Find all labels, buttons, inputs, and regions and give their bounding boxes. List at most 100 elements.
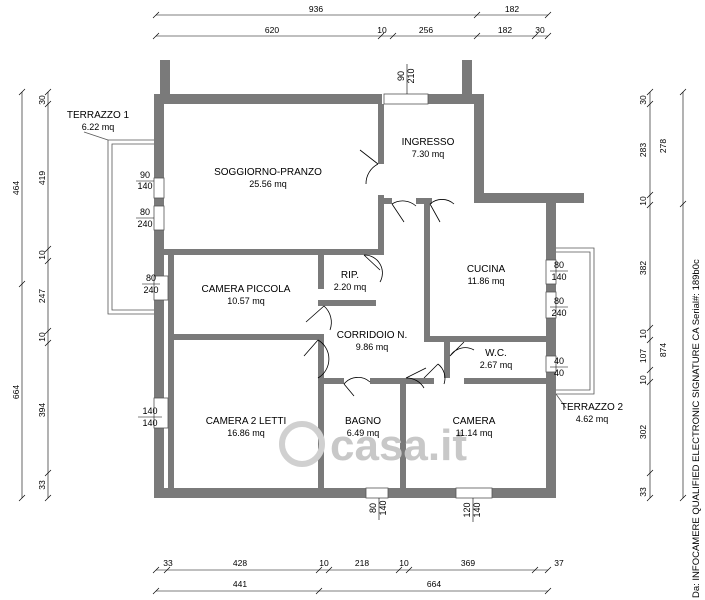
door-wc — [449, 341, 475, 357]
window-bagno — [365, 487, 389, 499]
door-camera-piccola — [305, 305, 332, 331]
opening-w: 80 — [554, 296, 564, 306]
dim-left-outer: 464 — [11, 181, 21, 195]
terrazzo-2-leader — [555, 393, 567, 409]
wall-stub-left — [160, 60, 170, 94]
dim-bottom-inner: 428 — [233, 558, 247, 568]
room-area-camera2: 16.86 mq — [227, 428, 265, 438]
dim-left-inner: 10 — [37, 250, 47, 260]
dim-top-outer: 182 — [505, 4, 519, 14]
terrazzo-1-leader — [83, 131, 109, 141]
watermark-text: casa.it — [330, 421, 467, 470]
room-name-soggiorno: SOGGIORNO-PRANZO — [214, 167, 322, 178]
windows — [153, 93, 557, 499]
dim-top-inner: 30 — [535, 25, 545, 35]
wall-camera-piccola-south — [174, 334, 324, 340]
dim-right-inner: 302 — [638, 425, 648, 439]
opening-w: 120 — [462, 502, 472, 517]
door-camera — [405, 367, 427, 389]
dim-bottom-outer: 664 — [427, 579, 441, 589]
dim-left-inner: 394 — [37, 403, 47, 417]
room-area-corridoio: 9.86 mq — [356, 342, 389, 352]
dim-left-inner: 30 — [37, 95, 47, 105]
opening-h: 140 — [551, 272, 566, 282]
room-area-rip: 2.20 mq — [334, 282, 367, 292]
room-name-cucina: CUCINA — [467, 264, 506, 275]
wall-camera2-west — [168, 338, 174, 488]
wall-north-left — [154, 94, 382, 104]
terrace-area-1: 6.22 mq — [82, 122, 115, 132]
signature-text: Da: INFOCAMERE QUALIFIED ELECTRONIC SIGN… — [691, 259, 702, 598]
dim-top-inner: 182 — [498, 25, 512, 35]
dimension-lines — [21, 14, 684, 592]
opening-h: 140 — [378, 500, 388, 515]
dim-bottom-inner: 33 — [163, 558, 173, 568]
door-rip — [363, 254, 383, 283]
dim-right-inner: 283 — [638, 143, 648, 157]
terrace-area-2: 4.62 mq — [576, 414, 609, 424]
dim-right-outer: 278 — [658, 139, 668, 153]
wall-wc-west — [444, 342, 450, 378]
room-area-bagno: 6.49 mq — [347, 428, 380, 438]
room-labels: SOGGIORNO-PRANZO 25.56 mq INGRESSO 7.30 … — [67, 110, 624, 438]
wall-camera-piccola-west — [168, 255, 174, 338]
opening-labels-vertical: 80 140 120 140 90 210 — [368, 64, 482, 522]
wall-kitchen-extension — [484, 193, 584, 203]
door-bagno — [343, 376, 371, 397]
wall-north-right — [428, 94, 484, 104]
dim-right-inner: 382 — [638, 261, 648, 275]
dim-bottom-inner: 369 — [461, 558, 475, 568]
door-camera2 — [303, 339, 330, 379]
entry-h: 210 — [406, 68, 416, 83]
window-camera — [455, 487, 493, 499]
watermark: casa.it — [279, 421, 467, 470]
wall-rip-west — [318, 255, 324, 289]
wall-bagno-east — [400, 378, 406, 488]
terrazzo-1-inner — [111, 143, 154, 311]
terraces — [83, 131, 595, 409]
wall-north-east-step — [474, 94, 484, 198]
door-swings — [303, 149, 475, 397]
wall-corridoio-west — [318, 340, 324, 378]
room-name-rip: RIP. — [341, 270, 359, 281]
dim-bottom-inner: 10 — [399, 558, 409, 568]
room-area-cucina: 11.86 mq — [468, 276, 505, 286]
room-name-corridoio: CORRIDOIO N. — [337, 330, 408, 341]
wall-ingresso-south-left — [384, 198, 392, 204]
opening-h: 240 — [143, 285, 158, 295]
terrazzo-2-outline — [556, 247, 595, 395]
door-soggiorno-ingresso — [359, 149, 379, 185]
room-area-camera: 11.14 mq — [456, 428, 493, 438]
opening-w: 80 — [140, 207, 150, 217]
room-name-bagno: BAGNO — [345, 416, 381, 427]
opening-w: 90 — [140, 170, 150, 180]
wall-south — [154, 488, 556, 498]
dimension-ticks — [18, 11, 687, 595]
room-name-camera-piccola: CAMERA PICCOLA — [202, 284, 291, 295]
dim-left-inner: 33 — [37, 480, 47, 490]
terrace-name-1: TERRAZZO 1 — [67, 110, 130, 121]
door-cucina — [429, 199, 455, 223]
terrazzo-1-outline — [107, 139, 154, 315]
opening-h: 140 — [472, 502, 482, 517]
dim-left-inner: 247 — [37, 289, 47, 303]
wall-cucina-west — [424, 204, 430, 340]
dim-right-inner: 10 — [638, 329, 648, 339]
wall-camera-north-left — [406, 378, 434, 384]
dim-left-inner: 419 — [37, 171, 47, 185]
terrazzo-2-inner — [556, 251, 591, 391]
room-name-wc: W.C. — [485, 348, 507, 359]
room-name-camera: CAMERA — [453, 416, 496, 427]
wall-ingresso-south-mid — [416, 198, 432, 204]
window-cucina-1 — [545, 259, 557, 285]
watermark-logo-icon — [279, 421, 325, 467]
dim-right-inner: 10 — [638, 375, 648, 385]
wall-ingresso-west-top — [378, 104, 384, 164]
opening-w: 40 — [554, 356, 564, 366]
wall-ingresso-west-bottom — [378, 195, 384, 255]
dimension-text: 936 182 620 10 256 182 30 37 33 428 10 2… — [11, 4, 668, 589]
room-name-ingresso: INGRESSO — [402, 137, 455, 148]
opening-h: 140 — [137, 181, 152, 191]
dim-top-inner: 620 — [265, 25, 279, 35]
